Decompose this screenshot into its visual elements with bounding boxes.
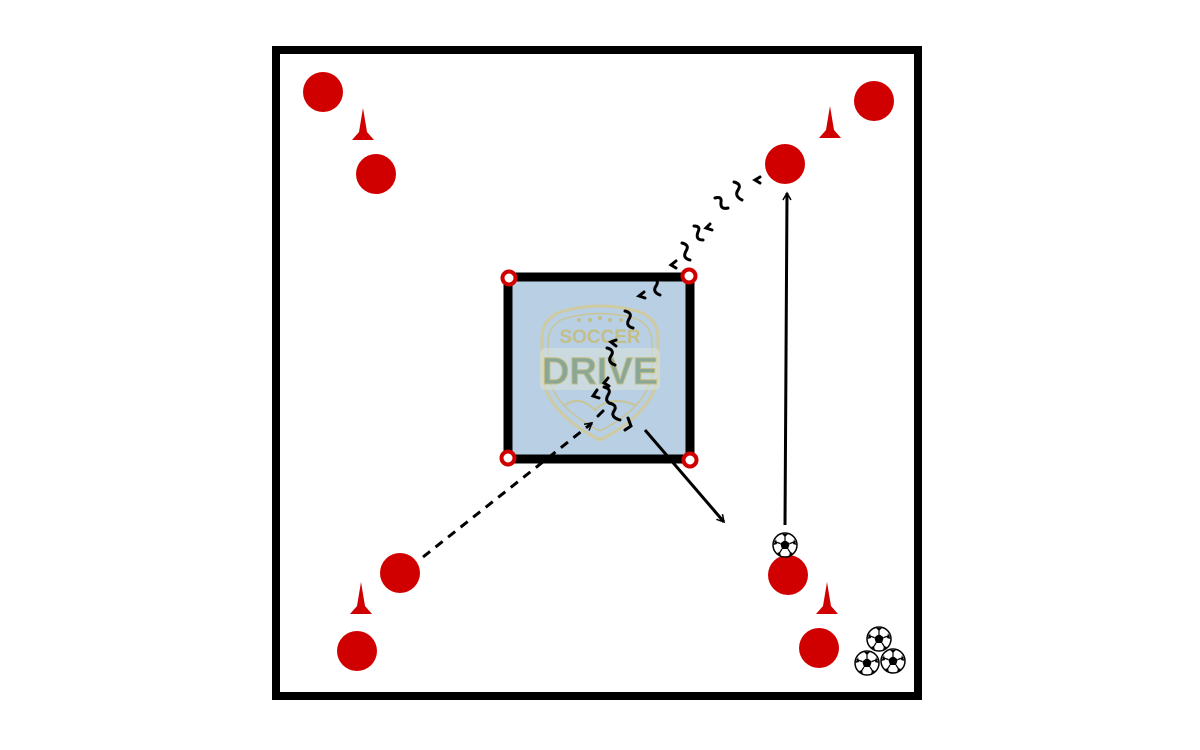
corner-marker bbox=[499, 449, 517, 467]
vertical-run-arrow bbox=[782, 191, 792, 526]
player-bottom-right-1 bbox=[768, 555, 808, 595]
ball-icon bbox=[866, 626, 892, 652]
player-top-right-1 bbox=[854, 81, 894, 121]
player-top-left-2 bbox=[356, 154, 396, 194]
corner-marker bbox=[680, 267, 698, 285]
player-bottom-left-1 bbox=[380, 553, 420, 593]
corner-marker bbox=[681, 451, 699, 469]
cone-icon bbox=[816, 582, 838, 614]
cone-icon bbox=[352, 108, 374, 140]
player-bottom-left-2 bbox=[337, 631, 377, 671]
cones bbox=[350, 106, 841, 614]
logo-top-text: SOCCER bbox=[559, 327, 641, 348]
ball-icon bbox=[854, 650, 880, 676]
cone-icon bbox=[350, 582, 372, 614]
player-bottom-right-2 bbox=[799, 628, 839, 668]
logo-main-text: DRIVE bbox=[542, 351, 658, 393]
ball-icon bbox=[880, 648, 906, 674]
pass-dashed-arrow bbox=[422, 421, 594, 559]
players bbox=[303, 72, 894, 671]
dribble-path bbox=[590, 175, 762, 432]
run-arrow bbox=[643, 429, 726, 524]
soccer-drive-logo: SOCCER DRIVE bbox=[540, 304, 660, 442]
grid-corner-markers bbox=[499, 267, 699, 469]
cone-icon bbox=[819, 106, 841, 138]
player-top-left-1 bbox=[303, 72, 343, 112]
player-top-right-2 bbox=[765, 144, 805, 184]
ball-icon bbox=[772, 532, 798, 558]
corner-marker bbox=[500, 269, 518, 287]
